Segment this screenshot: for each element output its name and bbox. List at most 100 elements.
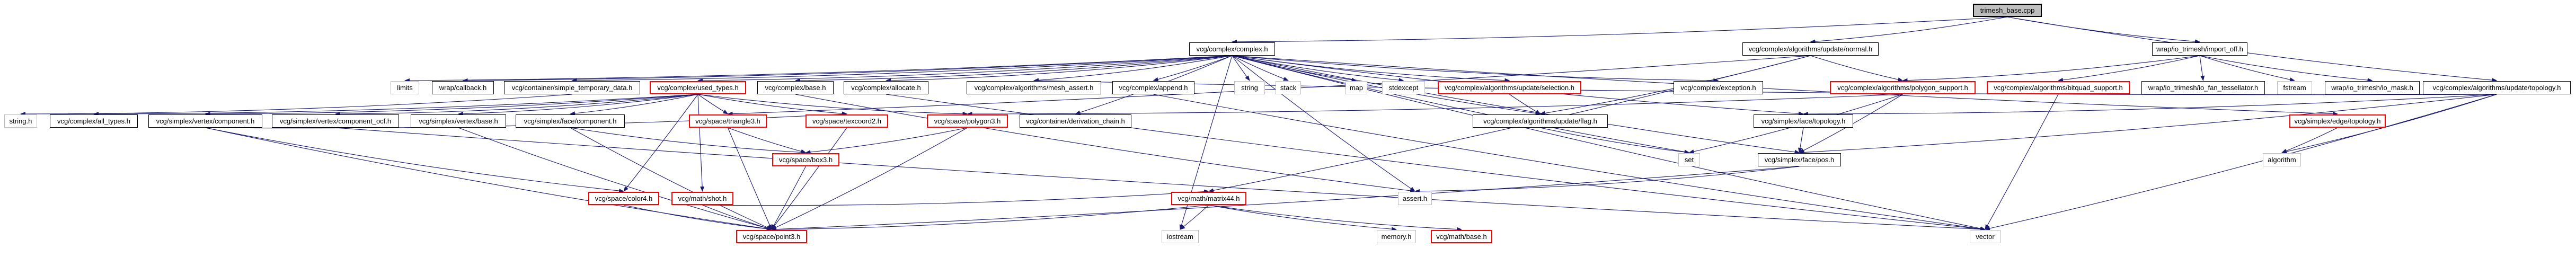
graph-node-texcoord2[interactable]: vcg/space/texcoord2.h	[805, 114, 888, 128]
edge-f_topology-to-f_pos	[1798, 127, 1804, 153]
graph-node-mesh_assert[interactable]: vcg/complex/algorithms/mesh_assert.h	[967, 81, 1101, 94]
edge-import_off-to-io_mask	[2199, 55, 2373, 83]
graph-node-callback[interactable]: wrap/callback.h	[432, 81, 494, 94]
graph-node-io_fan[interactable]: wrap/io_trimesh/io_fan_tessellator.h	[2141, 81, 2265, 94]
graph-node-allocate[interactable]: vcg/complex/allocate.h	[844, 81, 928, 94]
graph-node-stdexcept[interactable]: stdexcept	[1382, 81, 1425, 94]
edge-complex-to-vector	[1232, 55, 1986, 231]
edge-f_component-to-box3	[570, 127, 807, 155]
edge-trimesh_base-to-import_off	[2007, 16, 2200, 44]
edge-v_component_ocf-to-vector	[335, 127, 1986, 232]
graph-node-normal[interactable]: vcg/complex/algorithms/update/normal.h	[1742, 42, 1879, 56]
graph-node-f_pos[interactable]: vcg/simplex/face/pos.h	[1758, 153, 1841, 166]
graph-node-derivation[interactable]: vcg/container/derivation_chain.h	[1020, 114, 1131, 128]
graph-node-v_base[interactable]: vcg/simplex/vertex/base.h	[411, 114, 506, 128]
graph-node-matrix44[interactable]: vcg/math/matrix44.h	[1171, 192, 1246, 205]
edge-shot-to-matrix44	[702, 189, 1209, 206]
graph-node-fstream[interactable]: fstream	[2277, 81, 2312, 94]
edge-polygon3-to-point3	[771, 127, 968, 230]
graph-node-used_types[interactable]: vcg/complex/used_types.h	[650, 81, 746, 94]
graph-node-memory_h[interactable]: memory.h	[1377, 230, 1416, 243]
graph-node-set[interactable]: set	[1678, 153, 1700, 166]
graph-node-topology[interactable]: vcg/complex/algorithms/update/topology.h	[2423, 81, 2571, 94]
graph-node-string[interactable]: string	[1234, 81, 1265, 94]
graph-node-polygon_support[interactable]: vcg/complex/algorithms/polygon_support.h	[1830, 81, 1976, 94]
edge-polygon3-to-box3	[805, 127, 968, 155]
edge-flag-to-set	[1540, 127, 1690, 154]
graph-node-v_component[interactable]: vcg/simplex/vertex/component.h	[148, 114, 262, 128]
edge-triangle3-to-point3	[727, 127, 772, 230]
edge-complex-to-used_types	[697, 55, 1233, 83]
edge-topology-to-f_topology	[1803, 94, 2497, 116]
edge-complex-to-iostream	[1179, 55, 1233, 230]
edge-f_component-to-point3	[570, 127, 772, 230]
graph-node-vector[interactable]: vector	[1970, 230, 2000, 243]
graph-node-algorithm[interactable]: algorithm	[2263, 153, 2301, 166]
edge-used_types-to-all_types	[93, 94, 698, 116]
graph-node-f_component[interactable]: vcg/simplex/face/component.h	[516, 114, 625, 128]
edge-polygon_support-to-polygon3	[967, 94, 1903, 116]
edge-import_off-to-polygon_support	[1902, 55, 2200, 83]
edge-used_types-to-texcoord2	[697, 94, 847, 116]
graph-node-selection[interactable]: vcg/complex/algorithms/update/selection.…	[1438, 81, 1581, 94]
graph-node-bitquad_support[interactable]: vcg/complex/algorithms/bitquad_support.h	[1987, 81, 2130, 94]
edge-v_base-to-point3	[458, 127, 772, 231]
edge-complex-to-e_topology	[1232, 55, 2338, 116]
edge-box3-to-point3	[771, 166, 806, 230]
edge-complex-to-set	[1232, 55, 1690, 154]
graph-node-triangle3[interactable]: vcg/space/triangle3.h	[689, 114, 767, 128]
edge-complex-to-stdexcept	[1232, 55, 1404, 83]
graph-node-iostream[interactable]: iostream	[1162, 230, 1199, 243]
graph-node-map[interactable]: map	[1345, 81, 1367, 94]
graph-node-flag[interactable]: vcg/complex/algorithms/update/flag.h	[1473, 114, 1608, 128]
graph-node-color4[interactable]: vcg/space/color4.h	[588, 192, 659, 205]
graph-node-string_h[interactable]: string.h	[4, 114, 37, 128]
graph-node-io_mask[interactable]: wrap/io_trimesh/io_mask.h	[2325, 81, 2420, 94]
edge-matrix44-to-point3	[771, 205, 1209, 232]
edge-matrix44-to-math_base	[1208, 205, 1462, 232]
graph-node-import_off[interactable]: wrap/io_trimesh/import_off.h	[2152, 42, 2247, 56]
graph-node-exception[interactable]: vcg/complex/exception.h	[1674, 81, 1763, 94]
edge-topology-to-vector	[1985, 94, 2497, 231]
edge-import_off-to-fstream	[2199, 55, 2295, 82]
graph-node-complex[interactable]: vcg/complex/complex.h	[1189, 42, 1275, 56]
edge-complex-to-limits	[404, 55, 1233, 83]
graph-node-v_component_ocf[interactable]: vcg/simplex/vertex/component_ocf.h	[272, 114, 399, 128]
edge-e_topology-to-algorithm	[2281, 127, 2338, 153]
edge-used_types-to-shot	[697, 94, 705, 192]
edge-complex-to-mesh_assert	[1033, 55, 1233, 83]
edge-normal-to-triangle3	[727, 55, 1811, 116]
graph-node-all_types[interactable]: vcg/complex/all_types.h	[50, 114, 138, 128]
graph-node-base[interactable]: vcg/complex/base.h	[757, 81, 834, 94]
edge-used_types-to-v_component	[205, 94, 698, 116]
graph-node-stack[interactable]: stack	[1276, 81, 1301, 94]
edge-complex-to-string	[1232, 55, 1250, 81]
edge-complex-to-append	[1153, 55, 1233, 82]
edge-shot-to-point3	[702, 205, 772, 231]
graph-node-shot[interactable]: vcg/math/shot.h	[671, 192, 733, 205]
edge-complex-to-exception	[1232, 55, 1719, 83]
graph-node-trimesh_base[interactable]: trimesh_base.cpp	[1973, 4, 2042, 17]
graph-node-limits[interactable]: limits	[391, 81, 419, 94]
edge-texcoord2-to-point3	[771, 127, 847, 230]
edge-complex-to-base	[795, 55, 1233, 83]
edge-topology-to-f_pos	[1799, 94, 2497, 155]
graph-node-assert_h[interactable]: assert.h	[1398, 192, 1432, 205]
graph-node-append[interactable]: vcg/complex/append.h	[1112, 81, 1194, 94]
graph-node-polygon3[interactable]: vcg/space/polygon3.h	[927, 114, 1008, 128]
graph-node-point3[interactable]: vcg/space/point3.h	[736, 230, 807, 243]
edge-complex-to-f_pos	[1232, 55, 1800, 154]
edge-import_off-to-bitquad_support	[2058, 55, 2200, 82]
edge-trimesh_base-to-complex	[1232, 16, 2008, 44]
graph-node-box3[interactable]: vcg/space/box3.h	[772, 153, 839, 166]
graph-node-simple_temp[interactable]: vcg/container/simple_temporary_data.h	[504, 81, 640, 94]
graph-node-e_topology[interactable]: vcg/simplex/edge/topology.h	[2289, 114, 2386, 128]
edge-used_types-to-f_component	[570, 94, 698, 116]
edge-complex-to-allocate	[886, 55, 1233, 83]
edge-used_types-to-color4	[623, 94, 698, 192]
graph-node-math_base[interactable]: vcg/math/base.h	[1431, 230, 1492, 243]
edge-f_pos-to-assert_h	[1414, 166, 1800, 193]
edge-bitquad_support-to-vector	[1985, 94, 2059, 230]
graph-node-f_topology[interactable]: vcg/simplex/face/topology.h	[1754, 114, 1853, 128]
